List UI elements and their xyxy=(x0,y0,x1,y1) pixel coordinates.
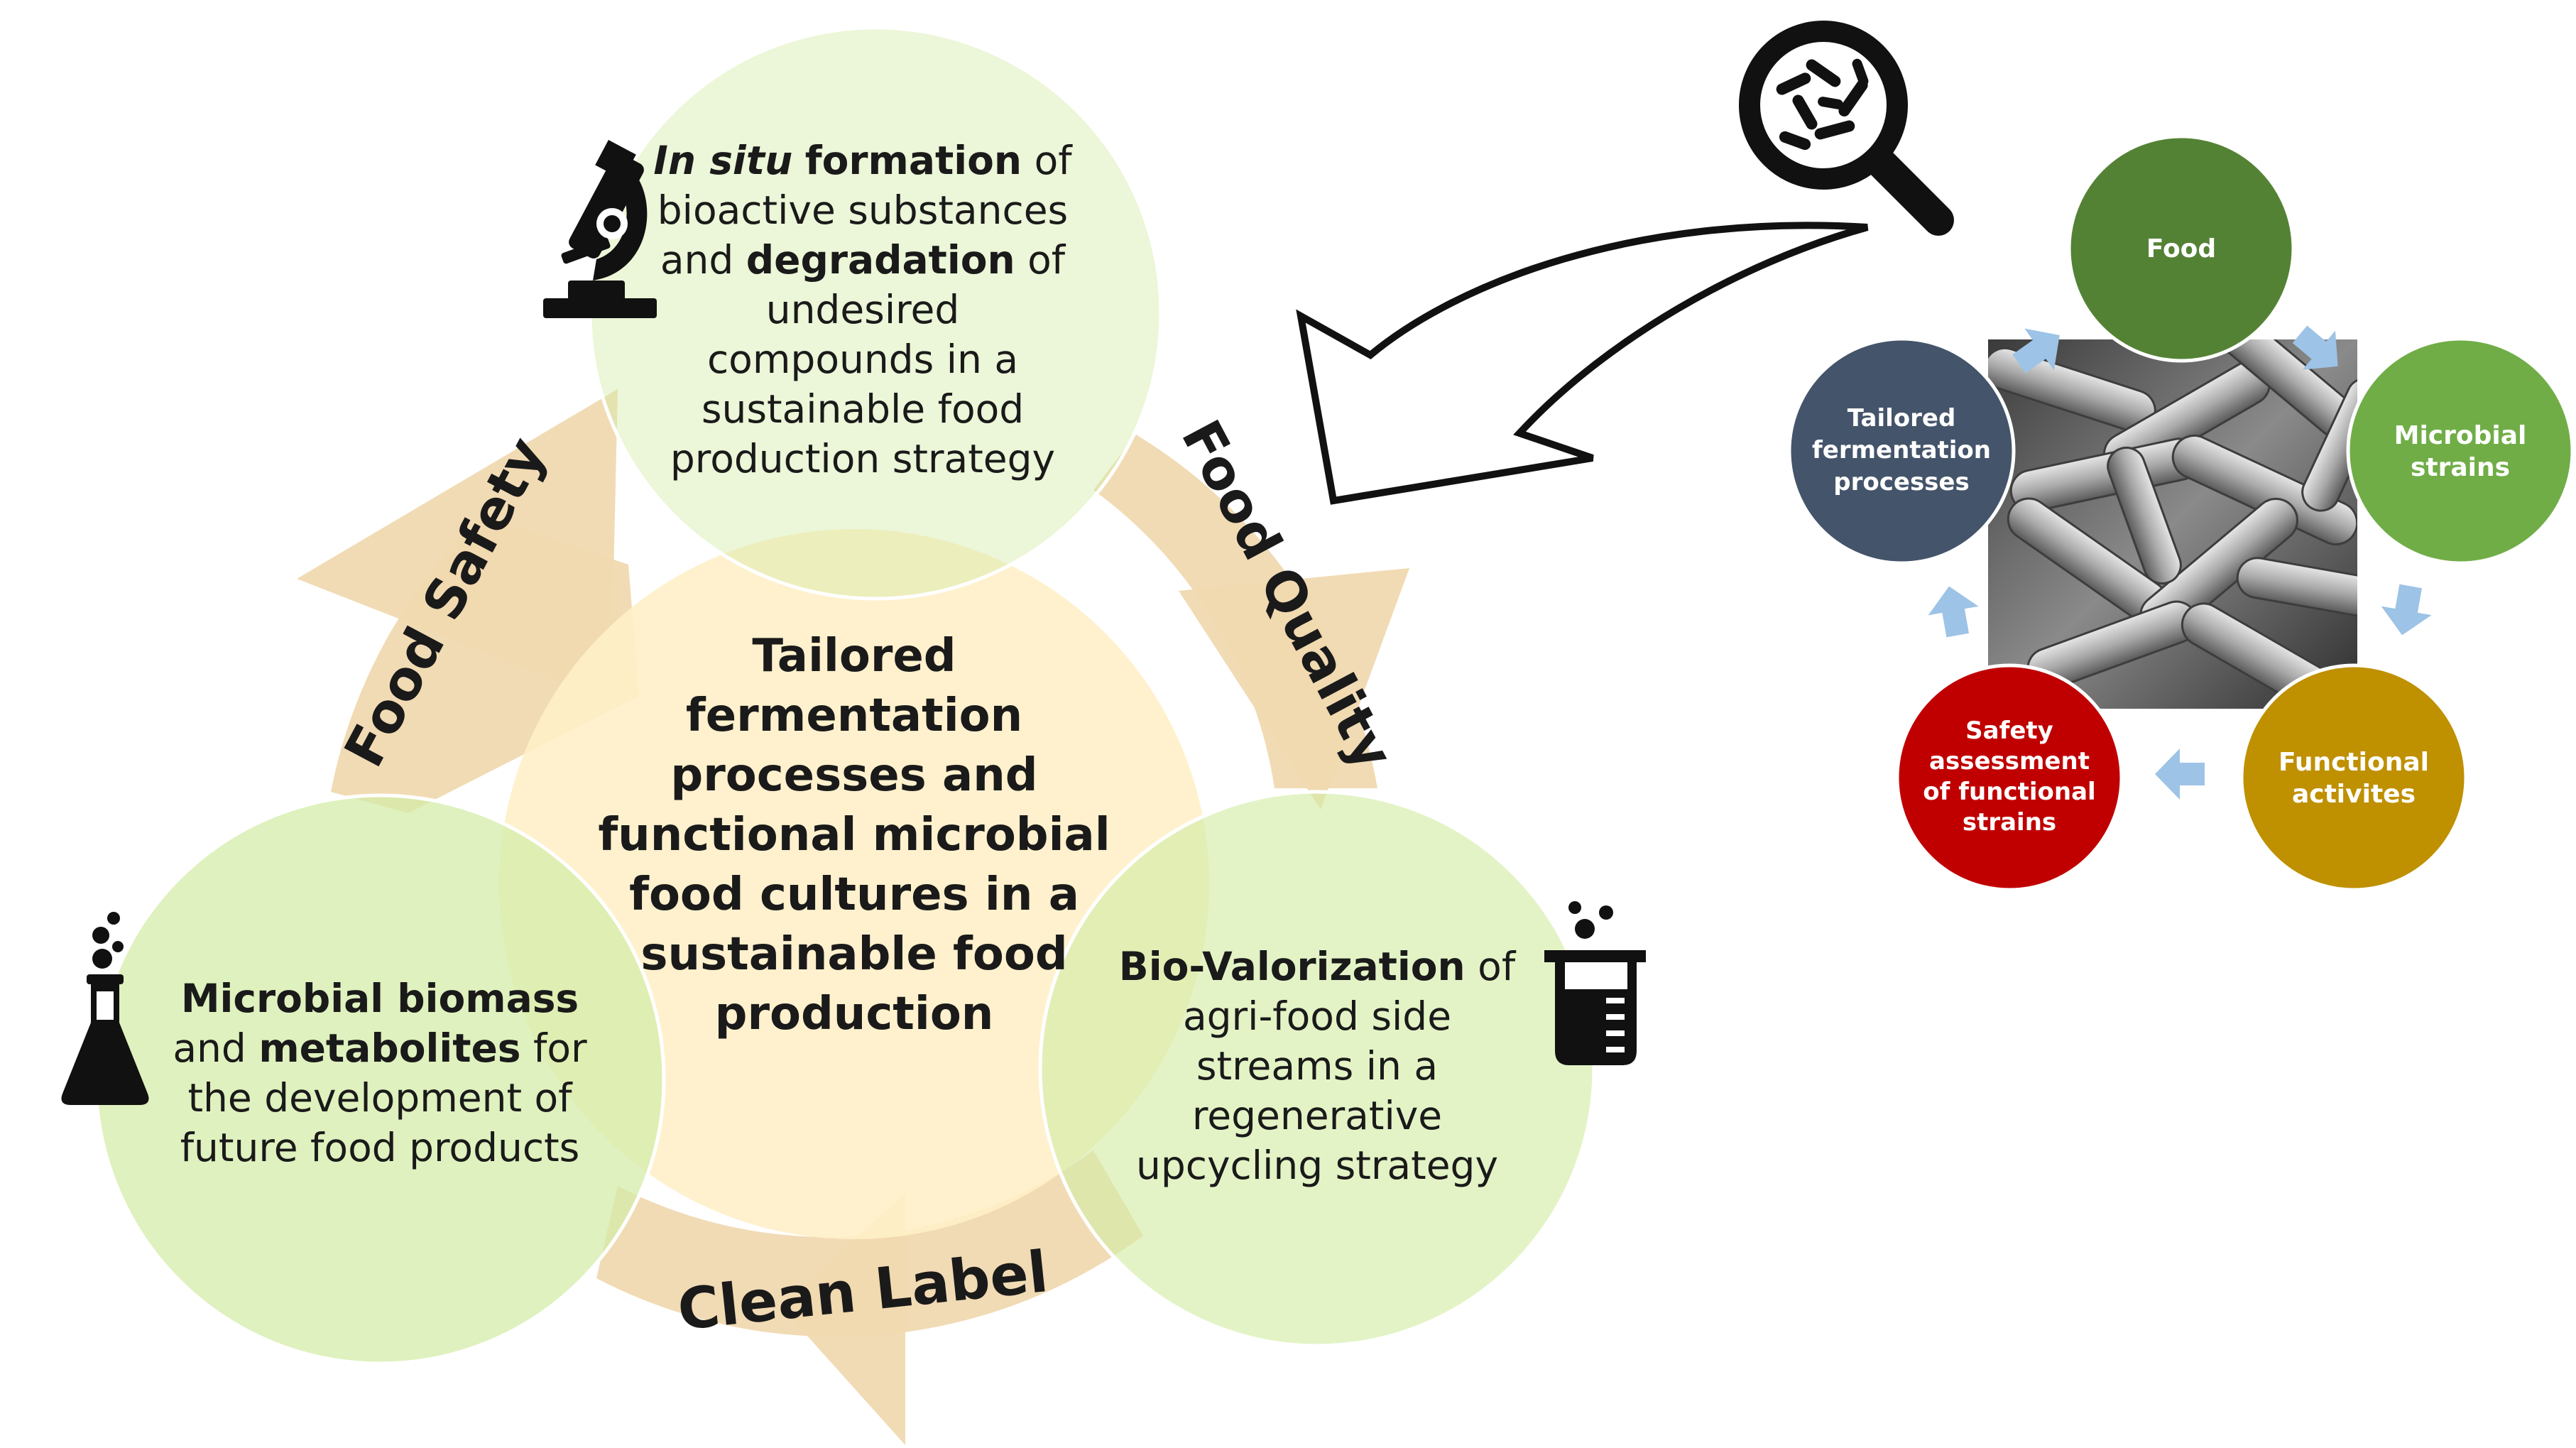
node-functional-line-2: activites xyxy=(2292,780,2416,809)
top-line-7: production strategy xyxy=(670,436,1055,481)
top-circle-text: In situ formation of bioactive substance… xyxy=(653,138,1073,481)
top-line-6: sustainable food xyxy=(702,386,1024,432)
node-food: Food xyxy=(2067,134,2296,363)
left-circle-text: Microbial biomass and metabolites for th… xyxy=(173,976,587,1170)
node-safety-line-4: strains xyxy=(1963,808,2056,837)
left-line-4: future food products xyxy=(180,1125,580,1170)
connector-safety-to-tailored xyxy=(1928,586,1979,638)
node-safety-line-2: assessment xyxy=(1929,747,2090,775)
center-line-3: processes and xyxy=(670,749,1037,802)
cycle-arrows xyxy=(297,389,1409,1445)
node-safety-assessment: Safety assessment of functional strains xyxy=(1895,663,2124,892)
right-circle-text: Bio-Valorization of agri-food side strea… xyxy=(1119,944,1517,1188)
right-line-1: Bio-Valorization of xyxy=(1119,944,1517,989)
mini-cycle-connectors xyxy=(1928,325,2432,800)
node-safety-line-1: Safety xyxy=(1965,717,2053,745)
food-safety-arrowhead xyxy=(297,389,618,702)
connector-food-to-microbial xyxy=(2292,325,2338,370)
right-circle xyxy=(1038,790,1596,1348)
center-circle xyxy=(499,529,1209,1239)
mini-cycle: Food Microbial strains Functional activi… xyxy=(1787,134,2575,892)
connector-microbial-to-functional xyxy=(2381,584,2432,636)
micrograph-image xyxy=(1988,339,2357,709)
right-line-2: agri-food side xyxy=(1183,994,1451,1039)
center-line-7: production xyxy=(715,988,994,1040)
node-microbial-line-1: Microbial xyxy=(2394,421,2527,450)
microscope-icon xyxy=(543,140,657,318)
node-safety-line-3: of functional xyxy=(1923,778,2095,806)
node-microbial-line-2: strains xyxy=(2411,453,2510,482)
connector-functional-to-safety xyxy=(2155,749,2205,800)
node-functional-activites: Functional activites xyxy=(2239,663,2468,892)
node-tailored-line-1: Tailored xyxy=(1848,404,1956,432)
left-line-3: the development of xyxy=(187,1075,573,1121)
center-line-5: food cultures in a xyxy=(629,869,1079,921)
center-line-1: Tailored xyxy=(752,630,956,682)
center-line-4: functional microbial xyxy=(598,809,1110,861)
node-functional-line-1: Functional xyxy=(2278,748,2429,777)
node-microbial-strains: Microbial strains xyxy=(2346,337,2575,565)
left-line-2: and metabolites for xyxy=(173,1025,587,1071)
top-line-1: In situ formation of xyxy=(653,138,1073,183)
top-line-2: bioactive substances xyxy=(657,187,1068,233)
top-line-4: undesired xyxy=(766,287,960,332)
connector-tailored-to-food xyxy=(2012,328,2060,374)
node-food-label: Food xyxy=(2146,234,2216,263)
center-text: Tailored fermentation processes and func… xyxy=(598,630,1110,1040)
curved-pointer-arrow xyxy=(1296,222,1869,505)
right-line-4: regenerative xyxy=(1192,1093,1442,1138)
right-line-5: upcycling strategy xyxy=(1136,1143,1498,1188)
left-line-1: Microbial biomass xyxy=(181,976,579,1021)
node-tailored-fermentation: Tailored fermentation processes xyxy=(1787,337,2016,565)
node-tailored-line-3: processes xyxy=(1833,468,1969,496)
center-line-6: sustainable food xyxy=(640,928,1067,981)
magnifier-bacteria-icon xyxy=(1739,21,1954,236)
clean-label-arrowhead xyxy=(781,1193,905,1445)
top-line-3: and degradation of xyxy=(660,237,1066,283)
center-line-2: fermentation xyxy=(686,690,1022,742)
top-line-5: compounds in a xyxy=(707,337,1018,382)
beaker-icon xyxy=(1544,901,1646,1065)
node-tailored-line-2: fermentation xyxy=(1812,436,1991,464)
flask-icon xyxy=(61,912,149,1105)
right-line-3: streams in a xyxy=(1196,1043,1438,1089)
food-quality-arrowhead xyxy=(1179,568,1409,810)
